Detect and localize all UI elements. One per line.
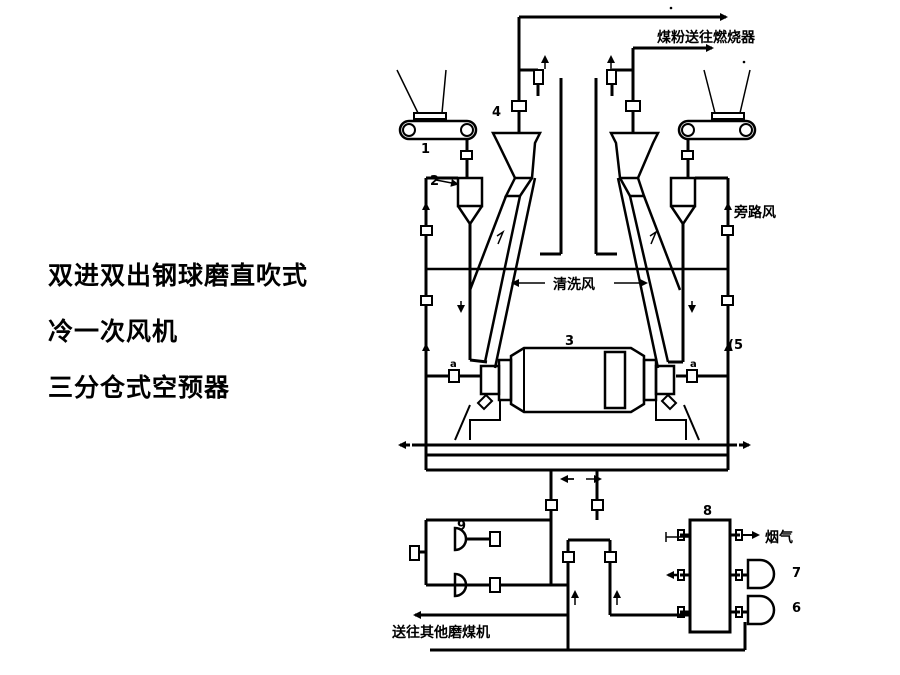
valve: [511, 100, 527, 112]
fan-9-lower: [453, 572, 501, 598]
right-coal-separator: [668, 176, 697, 364]
valve: [409, 545, 420, 561]
label-1: 1: [421, 142, 430, 157]
fan-9-upper: [453, 526, 501, 552]
label-to-other-mills: 送往其他磨煤机: [391, 624, 490, 641]
label-9: 9: [457, 519, 466, 534]
ball-mill: [479, 346, 676, 414]
label-2: 2: [430, 174, 439, 189]
air-preheater: [677, 518, 743, 634]
caption-line-2: 冷一次风机: [48, 317, 179, 346]
left-coal-separator: [456, 176, 488, 364]
label-a-left: a: [450, 359, 457, 370]
right-classifier: [608, 131, 682, 369]
label-a-right: a: [690, 359, 697, 370]
label-clean-air: 清洗风: [553, 276, 595, 293]
label-5: (5: [728, 338, 743, 353]
left-coal-hopper: [396, 69, 447, 120]
caption-line-3: 三分仓式空预器: [48, 373, 231, 402]
left-classifier: [468, 131, 543, 369]
label-4: 4: [492, 105, 501, 120]
label-coal-to-burner: 煤粉送往燃烧器: [657, 29, 756, 46]
valve: [721, 295, 734, 306]
valve: [604, 551, 617, 563]
dot-marker: [669, 6, 673, 10]
label-6: 6: [792, 601, 801, 616]
valve: [448, 369, 460, 383]
fan-6: [742, 594, 776, 626]
fan-7: [742, 558, 776, 590]
label-flue-gas: 烟气: [765, 529, 793, 546]
valve: [420, 225, 433, 236]
valve: [591, 499, 604, 511]
valve: [721, 225, 734, 236]
valve: [420, 295, 433, 306]
dot-marker: [742, 60, 746, 64]
valve: [625, 100, 641, 112]
valve: [533, 69, 544, 85]
right-belt-feeder: [677, 119, 757, 141]
label-3: 3: [565, 334, 574, 349]
valve: [545, 499, 558, 511]
right-coal-hopper: [703, 69, 751, 120]
valve: [562, 551, 575, 563]
label-7: 7: [792, 566, 801, 581]
caption-block: 双进双出钢球磨直吹式 冷一次风机 三分仓式空预器: [48, 248, 308, 416]
caption-line-1: 双进双出钢球磨直吹式: [48, 261, 309, 290]
left-belt-feeder: [398, 119, 478, 141]
label-8: 8: [703, 504, 712, 519]
valve: [460, 150, 473, 160]
valve: [686, 369, 698, 383]
valve: [681, 150, 694, 160]
label-bypass-air: 旁路风: [733, 204, 776, 221]
valve: [606, 69, 617, 85]
